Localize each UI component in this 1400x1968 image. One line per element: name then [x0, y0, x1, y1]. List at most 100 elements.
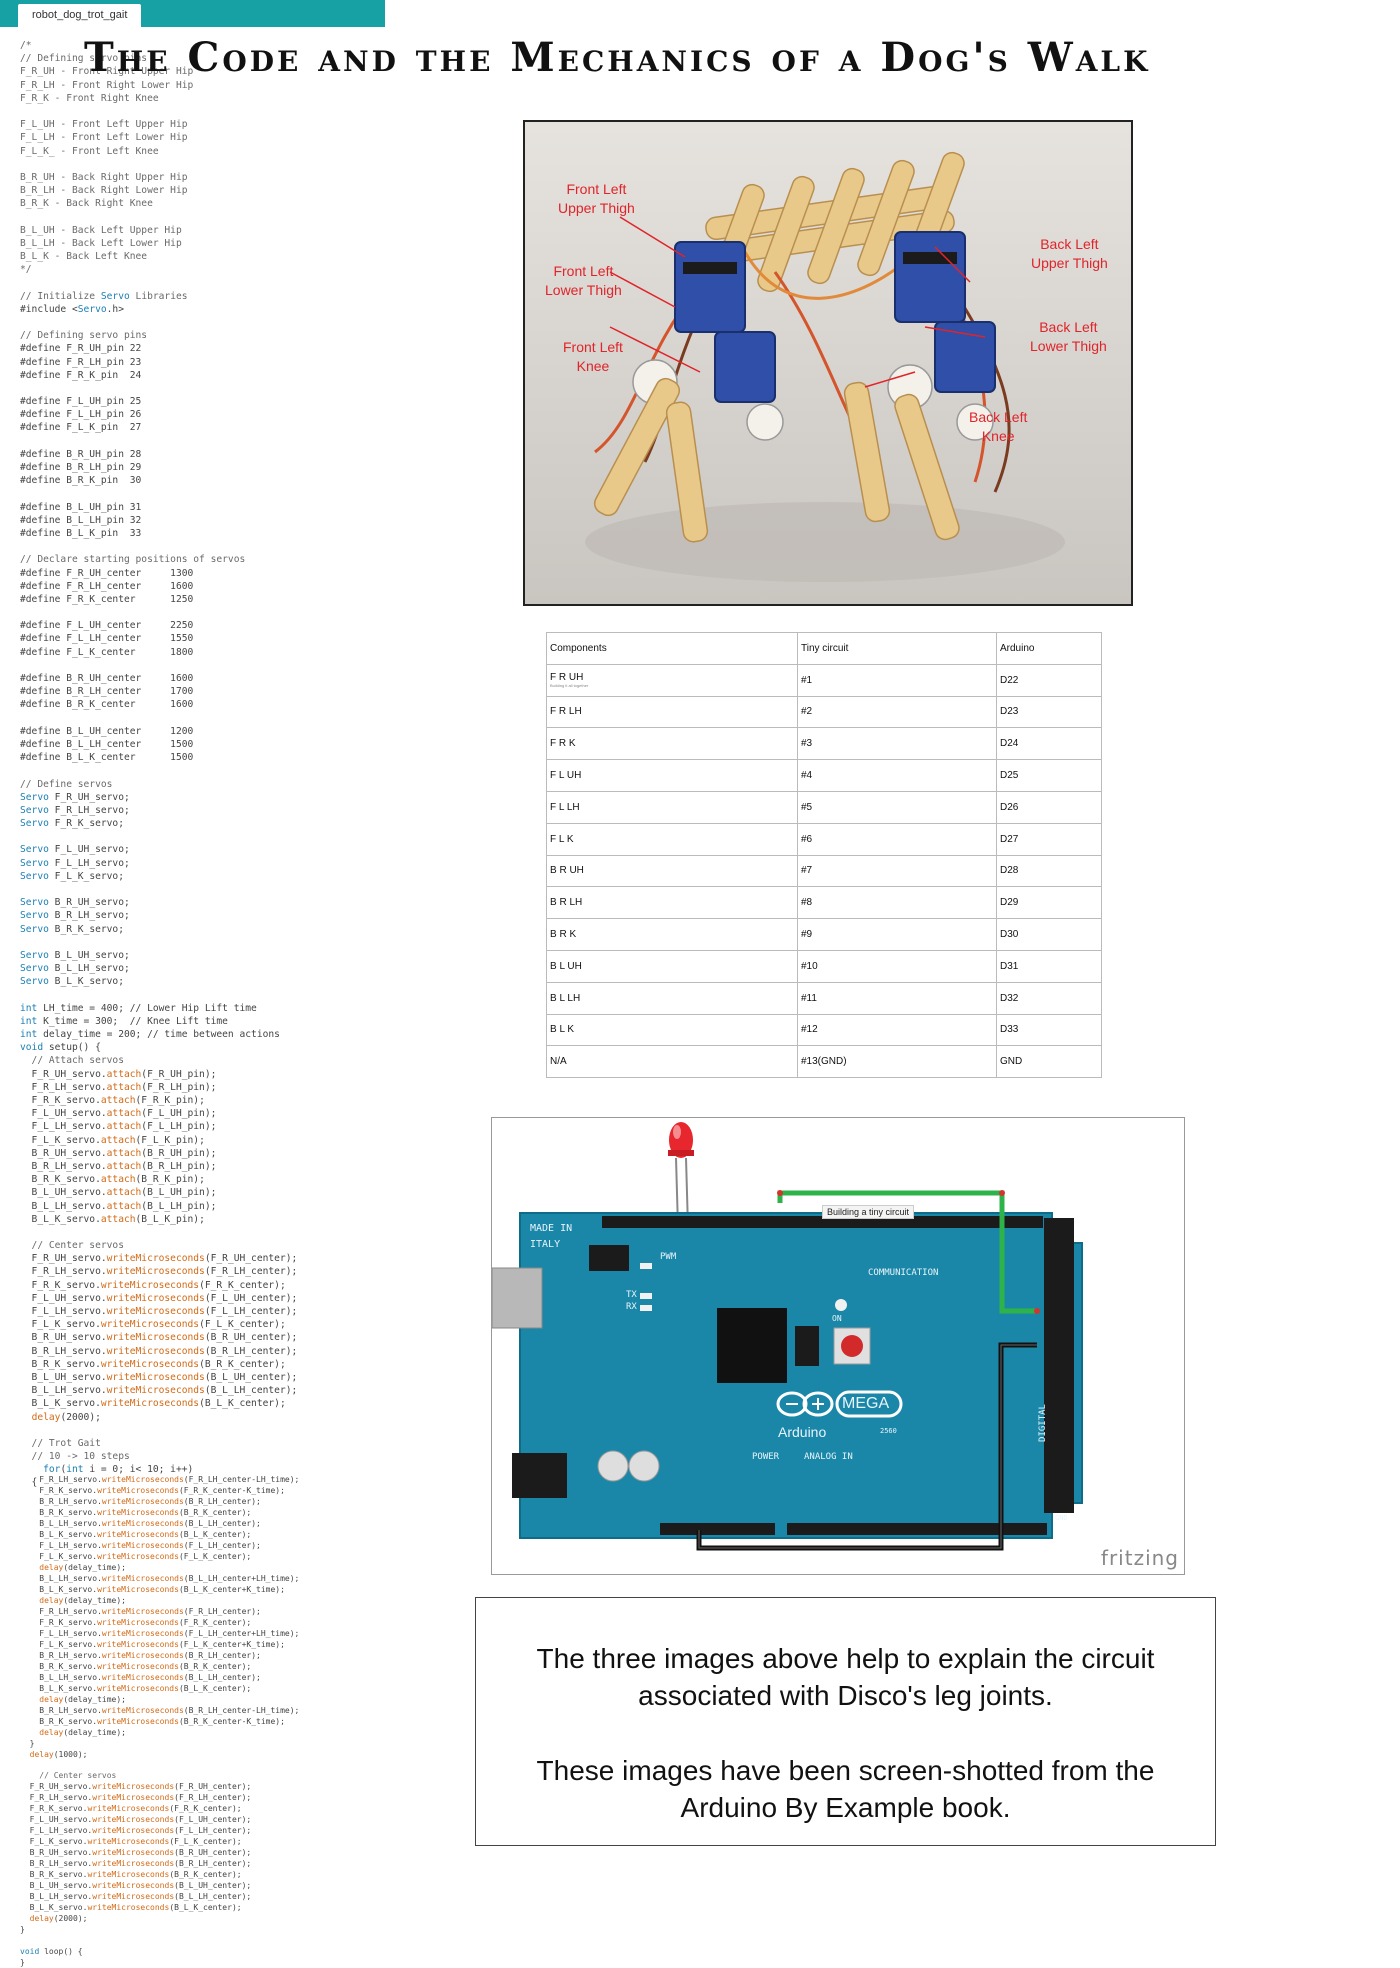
table-cell: #1	[797, 663, 997, 697]
code-line: F_L_UH - Front Left Upper Hip	[20, 119, 188, 131]
code-line: Servo B_R_K_servo;	[20, 923, 124, 935]
table-cell: #7	[797, 854, 997, 888]
table-cell: #4	[797, 759, 997, 792]
code-line: #define F_R_LH_pin 23	[20, 356, 142, 368]
code-line: delay(delay_time);	[39, 1695, 126, 1704]
table-cell: #2	[797, 695, 997, 729]
code-line: #define F_R_UH_pin 22	[20, 343, 142, 355]
code-line: Servo B_L_LH_servo;	[20, 963, 130, 975]
table-cell: F L LH	[546, 790, 798, 824]
table-cell: #8	[797, 886, 997, 920]
board-power: POWER	[752, 1452, 780, 1462]
table-cell-text: D22	[1000, 674, 1019, 686]
code-line: #define B_L_LH_pin 32	[20, 514, 142, 526]
table-header-cell: Components	[546, 632, 798, 665]
table-cell: D26	[996, 790, 1102, 824]
table-cell: D24	[996, 727, 1102, 761]
code-line: B_L_LH_servo.writeMicroseconds(B_L_LH_ce…	[20, 1519, 261, 1528]
board-digital: DIGITAL	[1037, 1404, 1048, 1442]
arduino-wiring-diagram: MADE IN ITALY PWM COMMUNICATION TX RX ON…	[491, 1117, 1185, 1575]
table-cell-text: B R LH	[550, 897, 583, 909]
table-cell: GND	[996, 1045, 1102, 1079]
table-header-cell: Tiny circuit	[797, 632, 997, 665]
code-line: #define B_R_UH_pin 28	[20, 448, 142, 460]
code-line	[20, 606, 350, 619]
table-cell: #3	[797, 727, 997, 761]
code-line: B_L_LH_servo.writeMicroseconds(B_L_LH_ce…	[20, 1673, 261, 1682]
code-line: #define B_R_LH_pin 29	[20, 462, 142, 473]
table-cell: D32	[996, 981, 1102, 1015]
code-line: B_L_UH_servo.writeMicroseconds(B_L_UH_ce…	[20, 1881, 252, 1890]
table-cell: D25	[996, 759, 1102, 792]
code-line: // Initialize Servo Libraries	[20, 290, 188, 302]
code-line: B_R_K_servo.writeMicroseconds(B_R_K_cent…	[20, 1717, 285, 1726]
table-row: F R K #3 D24	[546, 727, 1102, 761]
code-line: Servo F_L_LH_servo;	[20, 857, 130, 869]
table-cell-text: #11	[801, 992, 817, 1004]
code-line: #include <Servo.h>	[20, 303, 124, 315]
table-row: B L LH #11 D32	[546, 981, 1102, 1015]
board-model: 2560	[880, 1427, 897, 1435]
code-line: Servo B_R_UH_servo;	[20, 897, 130, 909]
code-listing-end: // Center servos F_R_UH_servo.writeMicro…	[20, 1770, 380, 1968]
code-line	[20, 105, 350, 118]
code-line: #define B_L_LH_center 1500	[20, 738, 194, 750]
code-line: B_R_K_servo.writeMicroseconds(B_R_K_cent…	[20, 1870, 242, 1879]
code-line: #define B_R_K_pin 30	[20, 475, 142, 487]
table-cell-text: F R K	[550, 738, 576, 750]
table-cell: N/A	[546, 1045, 798, 1079]
code-line: delay(2000);	[29, 1914, 88, 1923]
board-made-in: MADE IN	[530, 1223, 573, 1234]
code-line: B_R_K - Back Right Knee	[20, 198, 153, 210]
code-line	[20, 936, 350, 949]
table-cell-text: D27	[1000, 833, 1019, 845]
table-cell-text: B L LH	[550, 992, 581, 1004]
code-line: F_L_LH_servo.writeMicroseconds(F_L_LH_ce…	[20, 1541, 261, 1550]
code-line: B_R_K_servo.writeMicroseconds(B_R_K_cent…	[20, 1358, 286, 1370]
table-cell-text: B L K	[550, 1024, 575, 1036]
code-line: F_L_UH_servo.writeMicroseconds(F_L_UH_ce…	[20, 1815, 252, 1824]
table-cell: F L UH	[546, 759, 798, 792]
table-cell-text: F R UH	[550, 672, 584, 684]
code-line: Servo F_L_UH_servo;	[20, 844, 130, 856]
code-line: delay(2000);	[31, 1411, 101, 1423]
table-cell-text: #7	[801, 865, 813, 877]
code-line: F_R_K_servo.writeMicroseconds(F_R_K_cent…	[20, 1279, 286, 1291]
code-line: F_R_UH_servo.writeMicroseconds(F_R_UH_ce…	[20, 1782, 252, 1791]
tab-robot-dog-trot-gait[interactable]: robot_dog_trot_gait	[18, 4, 142, 27]
code-line	[20, 487, 350, 500]
code-line: B_R_LH_servo.attach(B_R_LH_pin);	[20, 1160, 217, 1172]
code-line	[20, 1935, 380, 1946]
code-line: B_R_LH_servo.writeMicroseconds(B_R_LH_ce…	[20, 1859, 252, 1868]
code-line: B_L_LH_servo.writeMicroseconds(B_L_LH_ce…	[20, 1574, 300, 1583]
code-line: F_R_LH_servo.writeMicroseconds(F_R_LH_ce…	[20, 1266, 298, 1278]
code-line: B_L_K_servo.attach(B_L_K_pin);	[20, 1213, 205, 1225]
table-cell-text: D33	[1000, 1024, 1019, 1036]
table-cell-text: #4	[801, 770, 813, 782]
table-cell: B L K	[546, 1013, 798, 1047]
table-cell: D30	[996, 918, 1102, 951]
code-line: }	[20, 1958, 25, 1967]
table-cell-text: #3	[801, 738, 813, 750]
code-line	[20, 382, 350, 395]
code-line: // Defining servo pins	[20, 53, 148, 65]
code-line	[20, 712, 350, 725]
code-line: B_L_K_servo.writeMicroseconds(B_L_K_cent…	[20, 1903, 242, 1912]
code-line: delay(1000);	[29, 1750, 88, 1759]
code-line	[20, 764, 350, 777]
table-cell-text: #1	[801, 674, 813, 686]
tooltip: Building a tiny circuit	[822, 1205, 915, 1219]
explanation-paragraph-2: These images have been screen-shotted fr…	[536, 1755, 1155, 1823]
code-line: F_R_LH_servo.writeMicroseconds(F_R_LH_ce…	[20, 1607, 261, 1616]
code-line: #define F_R_K_pin 24	[20, 369, 142, 381]
table-cell: D28	[996, 854, 1102, 888]
code-line	[20, 540, 350, 553]
code-line: delay(delay_time);	[39, 1596, 126, 1605]
